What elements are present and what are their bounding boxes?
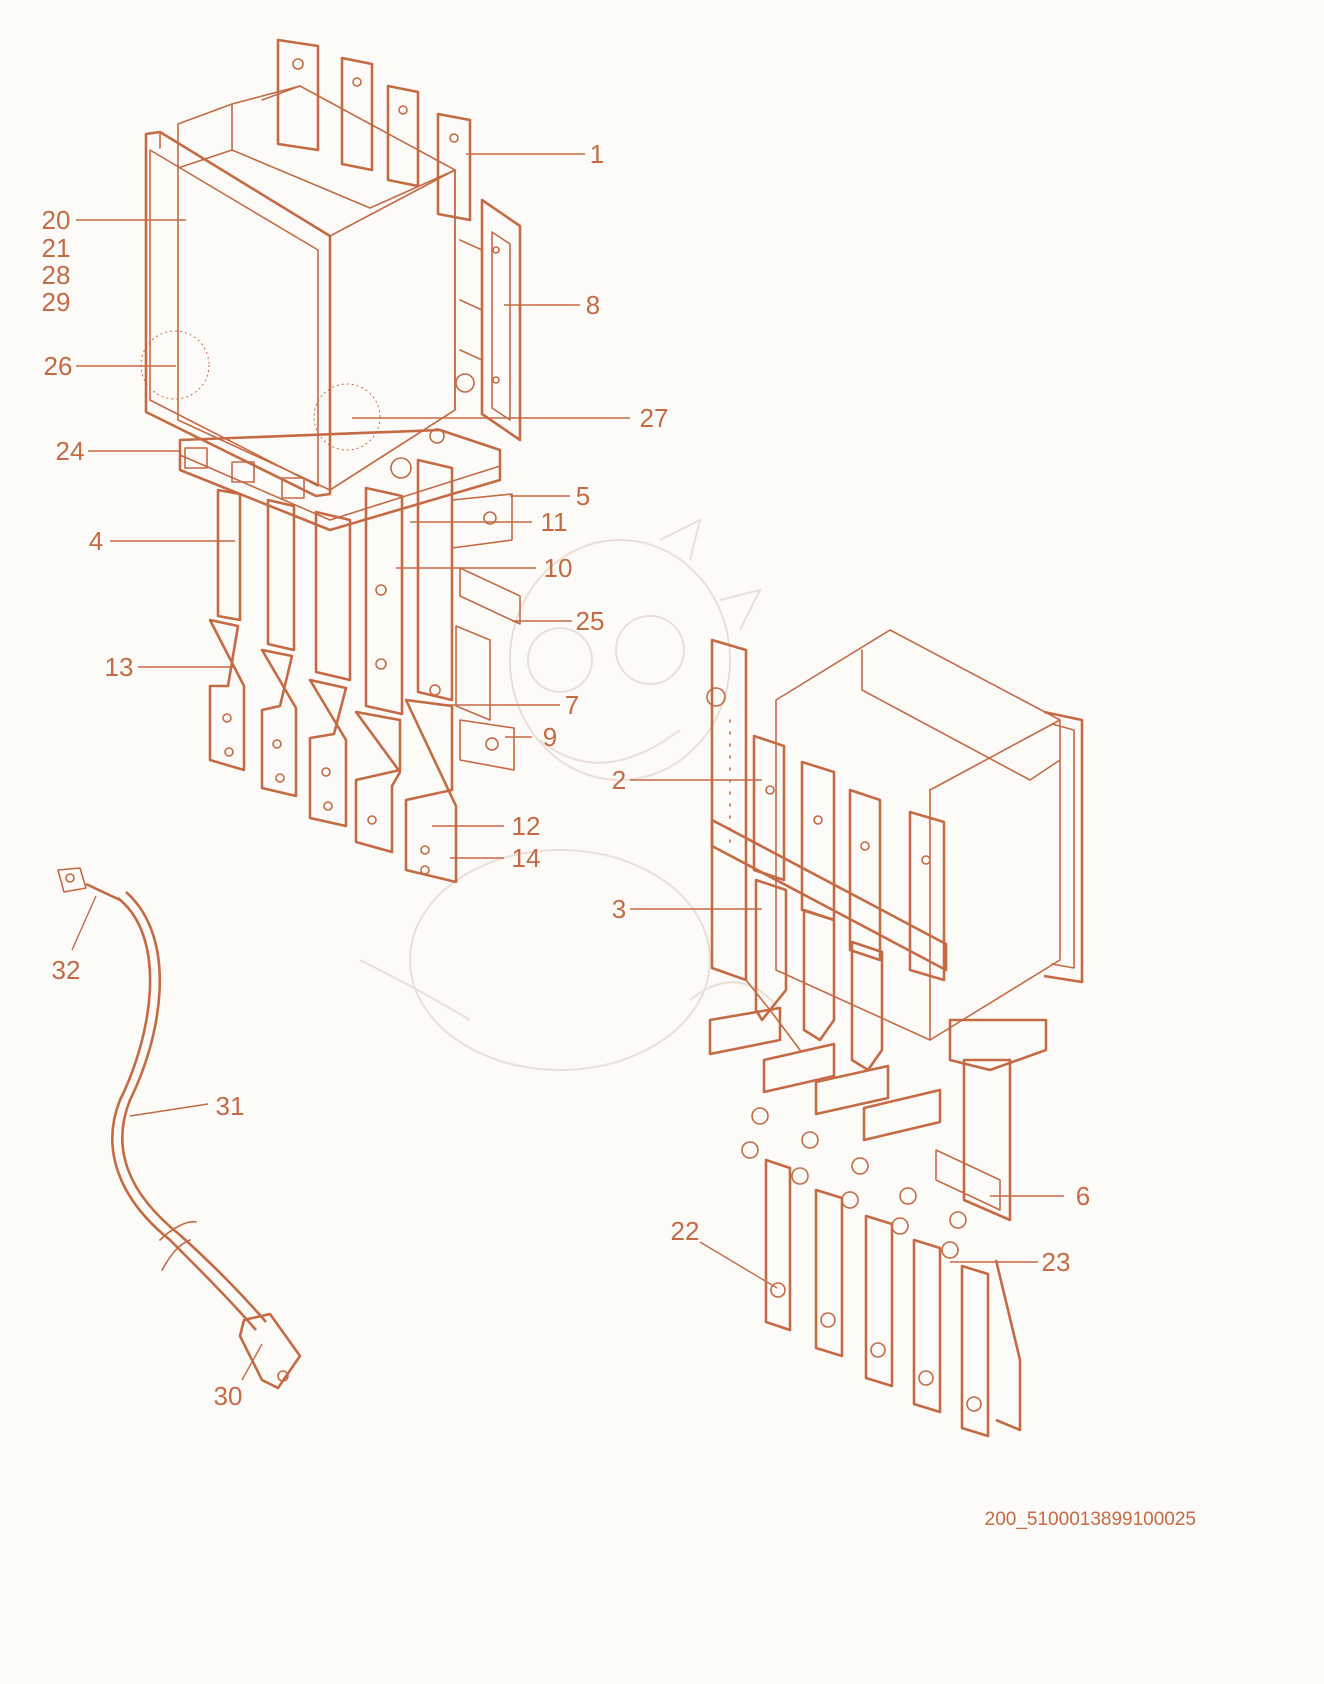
ground-cable xyxy=(57,867,302,1390)
callout-27: 27 xyxy=(640,403,669,433)
callout-30: 30 xyxy=(214,1381,243,1411)
callout-14: 14 xyxy=(512,843,541,873)
leader-lines xyxy=(71,153,1064,1381)
callout-26: 26 xyxy=(44,351,73,381)
lower-terminal-studs xyxy=(741,1107,1022,1438)
callout-32: 32 xyxy=(52,955,81,985)
diagram-canvas: 1 20 21 28 29 8 26 27 24 5 11 4 10 25 13… xyxy=(42,38,1196,1530)
document-code: 200_5100013899100025 xyxy=(985,1509,1196,1530)
callout-1: 1 xyxy=(590,139,604,169)
callout-11: 11 xyxy=(541,507,568,537)
callout-12: 12 xyxy=(512,811,541,841)
callout-31: 31 xyxy=(216,1091,245,1121)
callout-6: 6 xyxy=(1076,1181,1090,1211)
callout-5: 5 xyxy=(576,481,590,511)
callout-23: 23 xyxy=(1042,1247,1071,1277)
left-breaker-assembly xyxy=(140,38,522,884)
callout-8: 8 xyxy=(586,290,600,320)
callout-7: 7 xyxy=(565,690,579,720)
right-breaker-assembly xyxy=(706,629,1084,1438)
callout-labels: 1 20 21 28 29 8 26 27 24 5 11 4 10 25 13… xyxy=(42,139,1091,1411)
callout-10: 10 xyxy=(544,553,573,583)
callout-21: 21 xyxy=(42,233,71,263)
callout-2: 2 xyxy=(612,765,626,795)
callout-4: 4 xyxy=(89,526,103,556)
callout-29: 29 xyxy=(42,287,71,317)
callout-20: 20 xyxy=(42,205,71,235)
callout-13: 13 xyxy=(105,652,134,682)
exploded-parts-diagram: 1 20 21 28 29 8 26 27 24 5 11 4 10 25 13… xyxy=(42,38,1196,1530)
callout-3: 3 xyxy=(612,894,626,924)
callout-22: 22 xyxy=(671,1216,700,1246)
callout-25: 25 xyxy=(576,606,605,636)
callout-9: 9 xyxy=(543,722,557,752)
callout-28: 28 xyxy=(42,260,71,290)
callout-24: 24 xyxy=(56,436,85,466)
watermark-mascot xyxy=(359,518,781,1071)
